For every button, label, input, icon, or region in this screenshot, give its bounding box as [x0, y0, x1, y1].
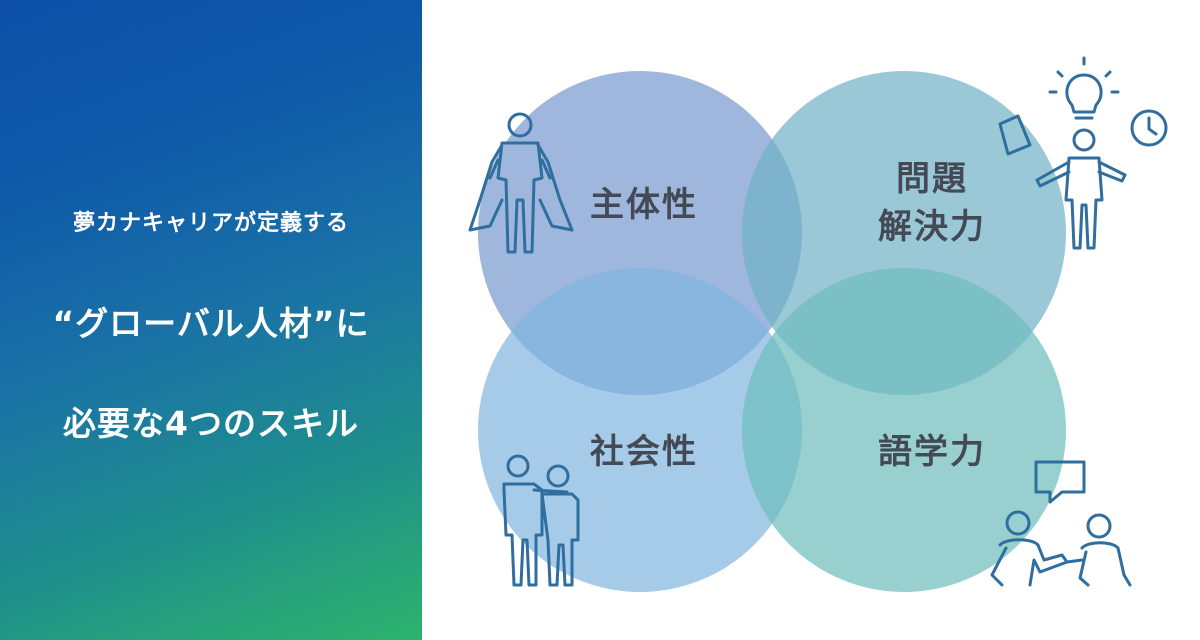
heading-line-2: “グローバル人材”に	[52, 304, 370, 343]
venn-diagram: 主体性 問題 解決力 社会性 語学力	[422, 0, 1200, 640]
hero-icon	[468, 112, 574, 254]
supporting-people-icon	[502, 454, 580, 587]
venn-svg	[468, 56, 1168, 592]
heading-line-3: 必要な4つのスキル	[63, 404, 359, 443]
heading-line-1: 夢カナキャリアが定義する	[72, 211, 349, 236]
conversation-icon	[990, 460, 1132, 587]
lightbulb-person-icon	[998, 56, 1168, 250]
circle-sociability	[478, 268, 802, 592]
skill-label-language: 語学力	[878, 432, 986, 472]
skill-label-problem-solving-line2: 解決力	[878, 207, 986, 247]
skill-label-sociability: 社会性	[590, 432, 698, 472]
circle-language	[742, 268, 1066, 592]
left-panel: 夢カナキャリアが定義する “グローバル人材”に 必要な4つのスキル	[0, 0, 422, 640]
skill-label-problem-solving-line1: 問題	[896, 159, 968, 199]
skill-label-initiative: 主体性	[590, 185, 698, 225]
